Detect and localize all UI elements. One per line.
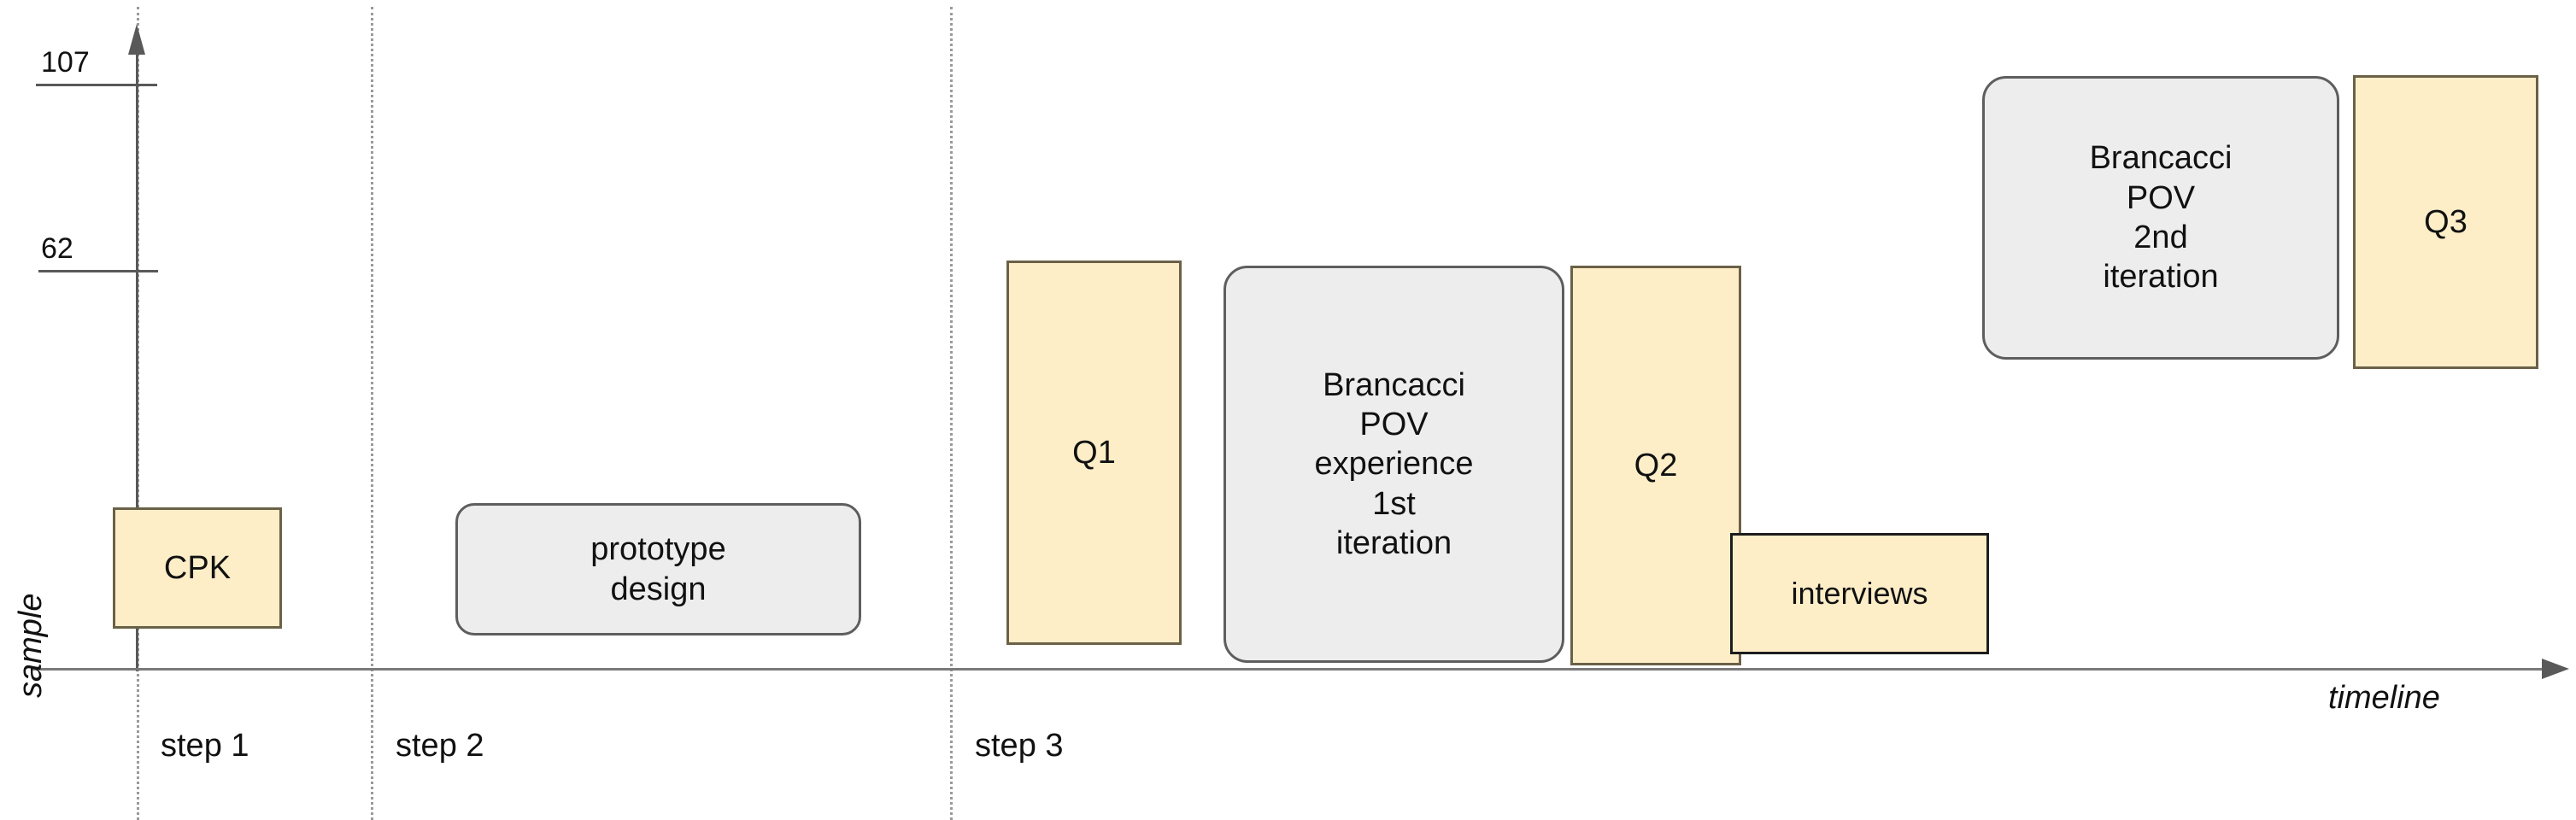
y-tick-mark-107 — [36, 84, 157, 86]
block-prototype-design[interactable]: prototype design — [455, 503, 861, 636]
y-axis-line — [136, 51, 138, 671]
y-tick-label-62: 62 — [41, 232, 73, 265]
block-q3[interactable]: Q3 — [2353, 75, 2538, 369]
step-label-3: step 3 — [975, 728, 1064, 764]
x-axis-line — [32, 668, 2549, 671]
y-axis-title: sample — [13, 593, 49, 699]
block-cpk[interactable]: CPK — [113, 507, 282, 629]
block-brancacci-pov-2nd-iteration[interactable]: Brancacci POV 2nd iteration — [1982, 76, 2339, 360]
step-label-1: step 1 — [161, 728, 249, 764]
x-axis-arrow-icon — [2542, 659, 2569, 679]
step-separator-3 — [950, 7, 953, 820]
x-axis-title: timeline — [2328, 680, 2440, 716]
step-separator-2 — [371, 7, 373, 820]
y-tick-mark-62 — [38, 270, 158, 272]
y-axis-arrow-icon — [128, 24, 145, 55]
block-q2[interactable]: Q2 — [1570, 266, 1741, 665]
y-tick-label-107: 107 — [41, 46, 90, 79]
block-interviews[interactable]: interviews — [1730, 533, 1989, 654]
step-label-2: step 2 — [396, 728, 484, 764]
block-q1[interactable]: Q1 — [1006, 261, 1182, 645]
block-brancacci-pov-1st-iteration[interactable]: Brancacci POV experience 1st iteration — [1223, 266, 1564, 663]
